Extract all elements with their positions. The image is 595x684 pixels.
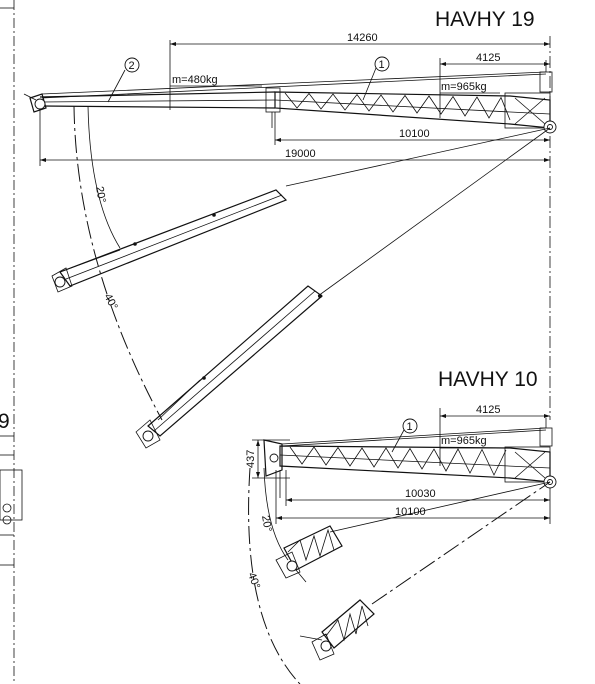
angle-arcs-havhy10: 20° 40° — [245, 467, 301, 684]
dim-label-14260: 14260 — [347, 32, 378, 44]
title-havhy10: HAVHY 10 — [438, 368, 538, 391]
angle-arcs-havhy19: 20° 40° — [73, 105, 163, 421]
jib-raised-40-havhy10 — [299, 599, 375, 661]
dimension-4125-b: 4125 — [439, 404, 550, 466]
title-havhy19: HAVHY 19 — [435, 8, 535, 31]
jib-raised-40 — [135, 285, 323, 449]
load-label-965-b: m=965kg — [441, 435, 487, 447]
havhy19-annotations: m=480kg m=965kg 2 1 — [107, 56, 500, 103]
dimension-10100: 10100 — [274, 112, 550, 145]
dimension-14260: 14260 — [169, 32, 550, 110]
left-edge-fragment: 9 — [0, 0, 23, 684]
dim-label-10030: 10030 — [405, 488, 436, 500]
havhy10-annotations: m=965kg 1 — [391, 418, 500, 453]
callout-1: 1 — [379, 59, 385, 71]
jib-horizontal — [23, 60, 557, 134]
callout-2-circle — [124, 57, 140, 73]
jib-horizontal-havhy10 — [263, 418, 557, 498]
sweep-line-20-b — [329, 481, 551, 533]
dimension-10030: 10030 — [285, 470, 550, 506]
dim-label-10100: 10100 — [399, 128, 430, 140]
sweep-line-20 — [285, 127, 551, 187]
load-label-480: m=480kg — [172, 74, 218, 86]
dim-label-10100-b: 10100 — [395, 506, 426, 518]
callout-1-b: 1 — [407, 421, 413, 433]
dimension-437: 437 — [245, 439, 290, 479]
sweep-line-40 — [317, 127, 551, 297]
angle-label-40: 40° — [101, 292, 119, 312]
dim-label-19000: 19000 — [285, 148, 316, 160]
dim-label-4125: 4125 — [476, 52, 500, 64]
edge-label: 9 — [0, 410, 10, 433]
dimension-10100-b: 10100 — [275, 470, 551, 524]
jib-raised-20 — [51, 189, 288, 293]
jib-raised-20-havhy10 — [275, 525, 343, 583]
callout-2: 2 — [129, 60, 135, 72]
sweep-line-40-b — [371, 481, 551, 605]
callout-1-circle — [374, 56, 390, 72]
dim-label-4125-b: 4125 — [476, 404, 500, 416]
angle-label-20: 20° — [93, 185, 108, 203]
angle-label-20-b: 20° — [259, 514, 274, 532]
dimension-19000: 19000 — [39, 108, 550, 166]
dim-label-437: 437 — [245, 450, 257, 468]
angle-label-40-b: 40° — [245, 571, 262, 591]
load-label-965: m=965kg — [441, 81, 487, 93]
callout-1b-circle — [402, 418, 418, 434]
